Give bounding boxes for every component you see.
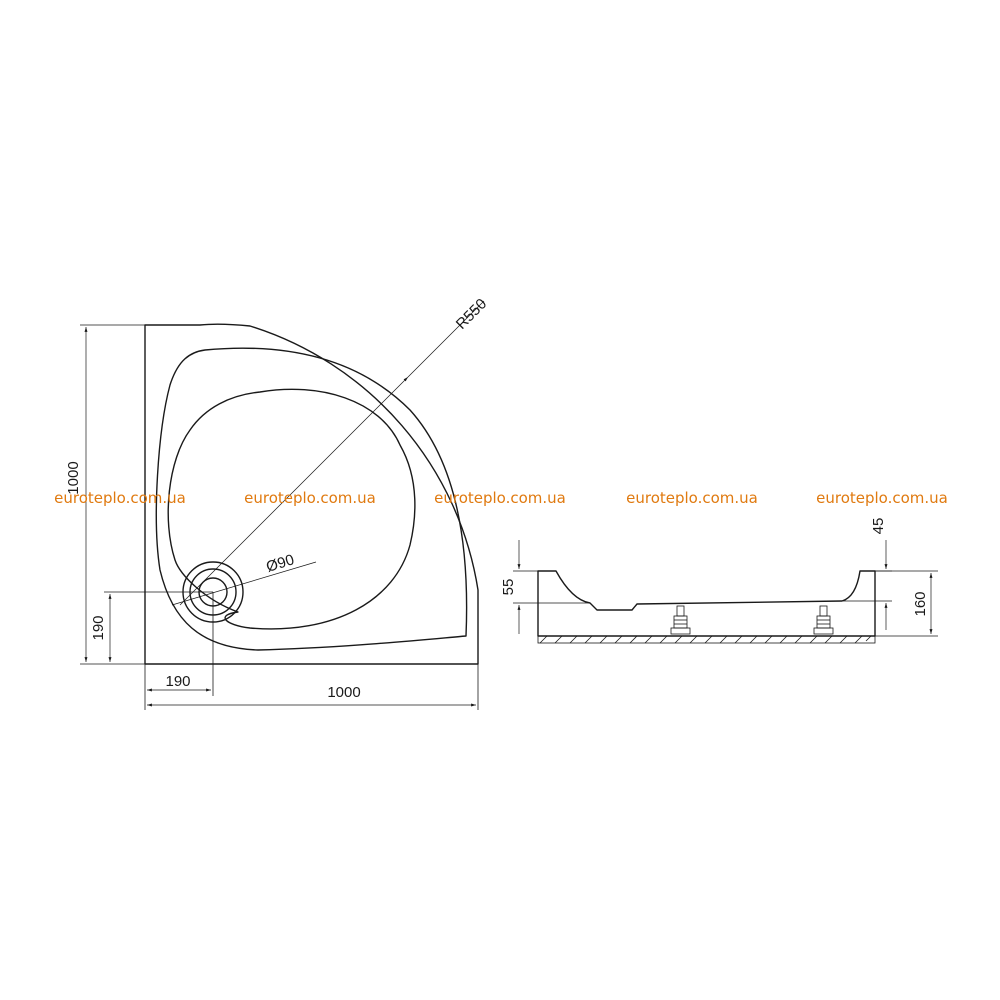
drain-offset-x-label: 190 (165, 673, 190, 690)
radius-leader-line (407, 300, 485, 378)
support-leg-right (813, 605, 834, 635)
overall-height-label: 1000 (65, 461, 82, 494)
tray-outer-outline (144, 323, 479, 665)
section-view: 55 45 160 (500, 518, 938, 644)
watermark-text: euroteplo.com.ua (54, 489, 186, 507)
radius-label: R550 (453, 295, 490, 332)
watermark-text: euroteplo.com.ua (434, 489, 566, 507)
overall-width-label: 1000 (327, 684, 360, 701)
watermark-text: euroteplo.com.ua (244, 489, 376, 507)
floor-band (537, 635, 876, 644)
drain-diameter-label: Ø90 (264, 551, 296, 576)
drain-diameter-dimension-line (171, 561, 317, 606)
drain-offset-y-label: 190 (90, 615, 107, 640)
support-leg-left (670, 605, 691, 635)
tray-bowl-outline (167, 388, 416, 630)
radius-dimension-line (179, 376, 409, 606)
rim-height-label: 45 (870, 518, 887, 535)
tray-inner-rim (155, 347, 468, 651)
watermark-text: euroteplo.com.ua (626, 489, 758, 507)
total-height-label: 160 (912, 591, 929, 616)
watermark-text: euroteplo.com.ua (816, 489, 948, 507)
bowl-depth-label: 55 (500, 579, 517, 596)
watermark-row: euroteplo.com.ua euroteplo.com.ua eurote… (54, 489, 948, 507)
floor-hatching (539, 635, 872, 644)
plan-view: R550 Ø90 1000 190 190 1000 (65, 295, 490, 710)
tray-section-profile (537, 570, 876, 637)
